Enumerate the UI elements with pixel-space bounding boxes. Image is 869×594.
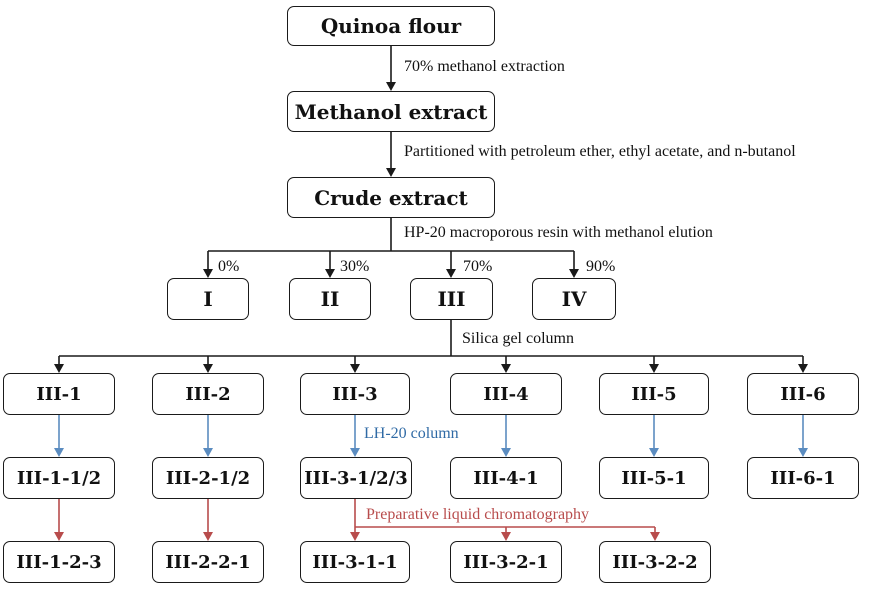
node-iii-3-1-1: III-3-1-1 [300,541,410,583]
node-iii-5: III-5 [599,373,709,415]
arrowhead-39 [798,448,808,457]
label-silica-gel: Silica gel column [462,330,574,347]
arrowhead-51 [650,532,660,541]
node-quinoa-flour: Quinoa flour [287,6,495,46]
node-iii-3-1-2-3: III-3-1/2/3 [300,457,412,499]
node-iii-2: III-2 [152,373,264,415]
arrowhead-9 [325,269,335,278]
arrowhead-1 [386,82,396,91]
node-fraction-iv: IV [532,278,616,320]
node-iii-6: III-6 [747,373,859,415]
node-iii-3-2-1: III-3-2-1 [450,541,562,583]
arrowhead-47 [350,532,360,541]
arrowhead-3 [386,168,396,177]
label-lh20-column: LH-20 column [364,425,459,442]
node-methanol-extract: Methanol extract [287,91,495,132]
arrowhead-49 [501,532,511,541]
arrowhead-33 [350,448,360,457]
label-methanol-extraction: 70% methanol extraction [404,58,565,75]
label-preparative-lc: Preparative liquid chromatography [366,506,590,523]
arrowhead-41 [54,532,64,541]
arrowhead-11 [446,269,456,278]
arrowhead-23 [501,364,511,373]
arrowhead-35 [501,448,511,457]
arrowhead-29 [54,448,64,457]
node-fraction-ii: II [289,278,371,320]
node-iii-4: III-4 [450,373,562,415]
arrowhead-19 [203,364,213,373]
node-fraction-i: I [167,278,249,320]
label-percent-0: 0% [218,258,240,275]
arrowhead-7 [203,269,213,278]
arrowhead-37 [649,448,659,457]
node-iii-2-1-2: III-2-1/2 [152,457,264,499]
label-percent-70: 70% [463,258,493,275]
node-iii-5-1: III-5-1 [599,457,709,499]
label-partitioning: Partitioned with petroleum ether, ethyl … [404,143,796,160]
arrowhead-17 [54,364,64,373]
arrowhead-13 [569,269,579,278]
arrowhead-27 [798,364,808,373]
node-iii-6-1: III-6-1 [747,457,859,499]
node-iii-3-2-2: III-3-2-2 [599,541,711,583]
label-percent-90: 90% [586,258,616,275]
node-iii-1-1-2: III-1-1/2 [3,457,115,499]
label-percent-30: 30% [340,258,370,275]
node-iii-4-1: III-4-1 [450,457,562,499]
node-crude-extract: Crude extract [287,177,495,218]
node-iii-1: III-1 [3,373,115,415]
node-iii-3: III-3 [300,373,410,415]
label-hp20-resin: HP-20 macroporous resin with methanol el… [404,224,713,241]
arrowhead-25 [649,364,659,373]
node-fraction-iii: III [410,278,493,320]
arrowhead-31 [203,448,213,457]
node-iii-2-2-1: III-2-2-1 [152,541,264,583]
node-iii-1-2-3: III-1-2-3 [3,541,115,583]
arrowhead-43 [203,532,213,541]
arrowhead-21 [350,364,360,373]
